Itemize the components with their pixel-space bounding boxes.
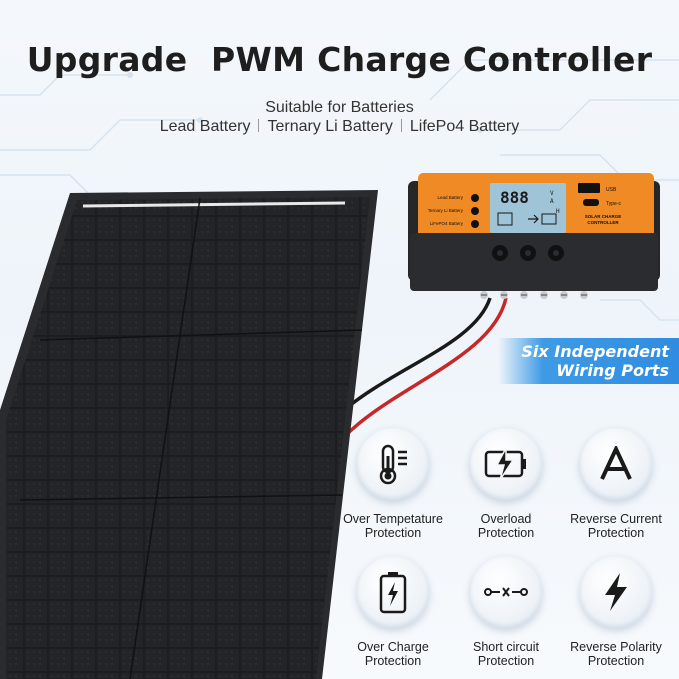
charge-controller: Lead Battery Ternary Li Battery LiFePO4 …	[408, 173, 660, 299]
short-circuit-icon	[484, 587, 528, 597]
feature-label: Reverse Polarity Protection	[570, 640, 662, 668]
screen-unit-a: A	[550, 198, 554, 205]
banner-line-2: Wiring Ports	[556, 361, 669, 380]
subtitle: Suitable for Batteries	[265, 99, 414, 116]
brand-line-1: SOLAR CHARGE	[585, 214, 622, 219]
battery-type-ternary: Ternary Li Battery	[267, 118, 393, 135]
battery-types: Lead Battery Ternary Li Battery LifePo4 Ba…	[0, 118, 679, 136]
screen-digits: 888	[500, 188, 529, 207]
charging-battery-icon	[379, 572, 407, 614]
battery-type-lifepo4: LifePo4 Battery	[409, 118, 520, 135]
divider	[258, 119, 260, 132]
wiring-ports-banner: Six Independent Wiring Ports	[498, 338, 679, 384]
battery-type-lead: Lead Battery	[159, 118, 251, 135]
overload-battery-icon	[484, 447, 526, 481]
brand-line-2: CONTROLLER	[587, 220, 619, 225]
feature-reverse-polarity: Reverse Polarity Protection	[556, 556, 676, 668]
banner-line-1: Six Independent	[521, 342, 669, 361]
feature-label: Short circuit Protection	[473, 640, 539, 668]
feature-label: Overload Protection	[477, 512, 535, 540]
letter-a-icon	[600, 446, 632, 480]
screen-unit-h: H	[556, 208, 560, 215]
feature-over-charge: Over Charge Protection	[333, 556, 453, 668]
feature-label: Reverse Current Protection	[570, 512, 662, 540]
screen-unit-v: V	[550, 190, 554, 197]
status-leds	[471, 194, 479, 228]
feature-overload: Overload Protection	[446, 428, 566, 540]
usb-label: USB	[606, 187, 617, 193]
feature-reverse-current: Reverse Current Protection	[556, 428, 676, 540]
divider	[400, 119, 402, 132]
lightning-bolt-icon	[605, 573, 627, 611]
led-label-lead: Lead Battery	[437, 195, 463, 200]
typec-label: Type-c	[606, 201, 622, 207]
page-title: Upgrade PWM Charge Controller	[26, 40, 653, 79]
feature-label: Over Tempetature Protection	[343, 512, 443, 540]
feature-over-temperature: Over Tempetature Protection	[333, 428, 453, 540]
led-label-ternary: Ternary Li Battery	[428, 208, 464, 213]
feature-label: Over Charge Protection	[357, 640, 429, 668]
feature-short-circuit: Short circuit Protection	[446, 556, 566, 668]
led-label-lifepo4: LiFePO4 Battery	[430, 221, 464, 226]
thermometer-icon	[379, 444, 407, 485]
